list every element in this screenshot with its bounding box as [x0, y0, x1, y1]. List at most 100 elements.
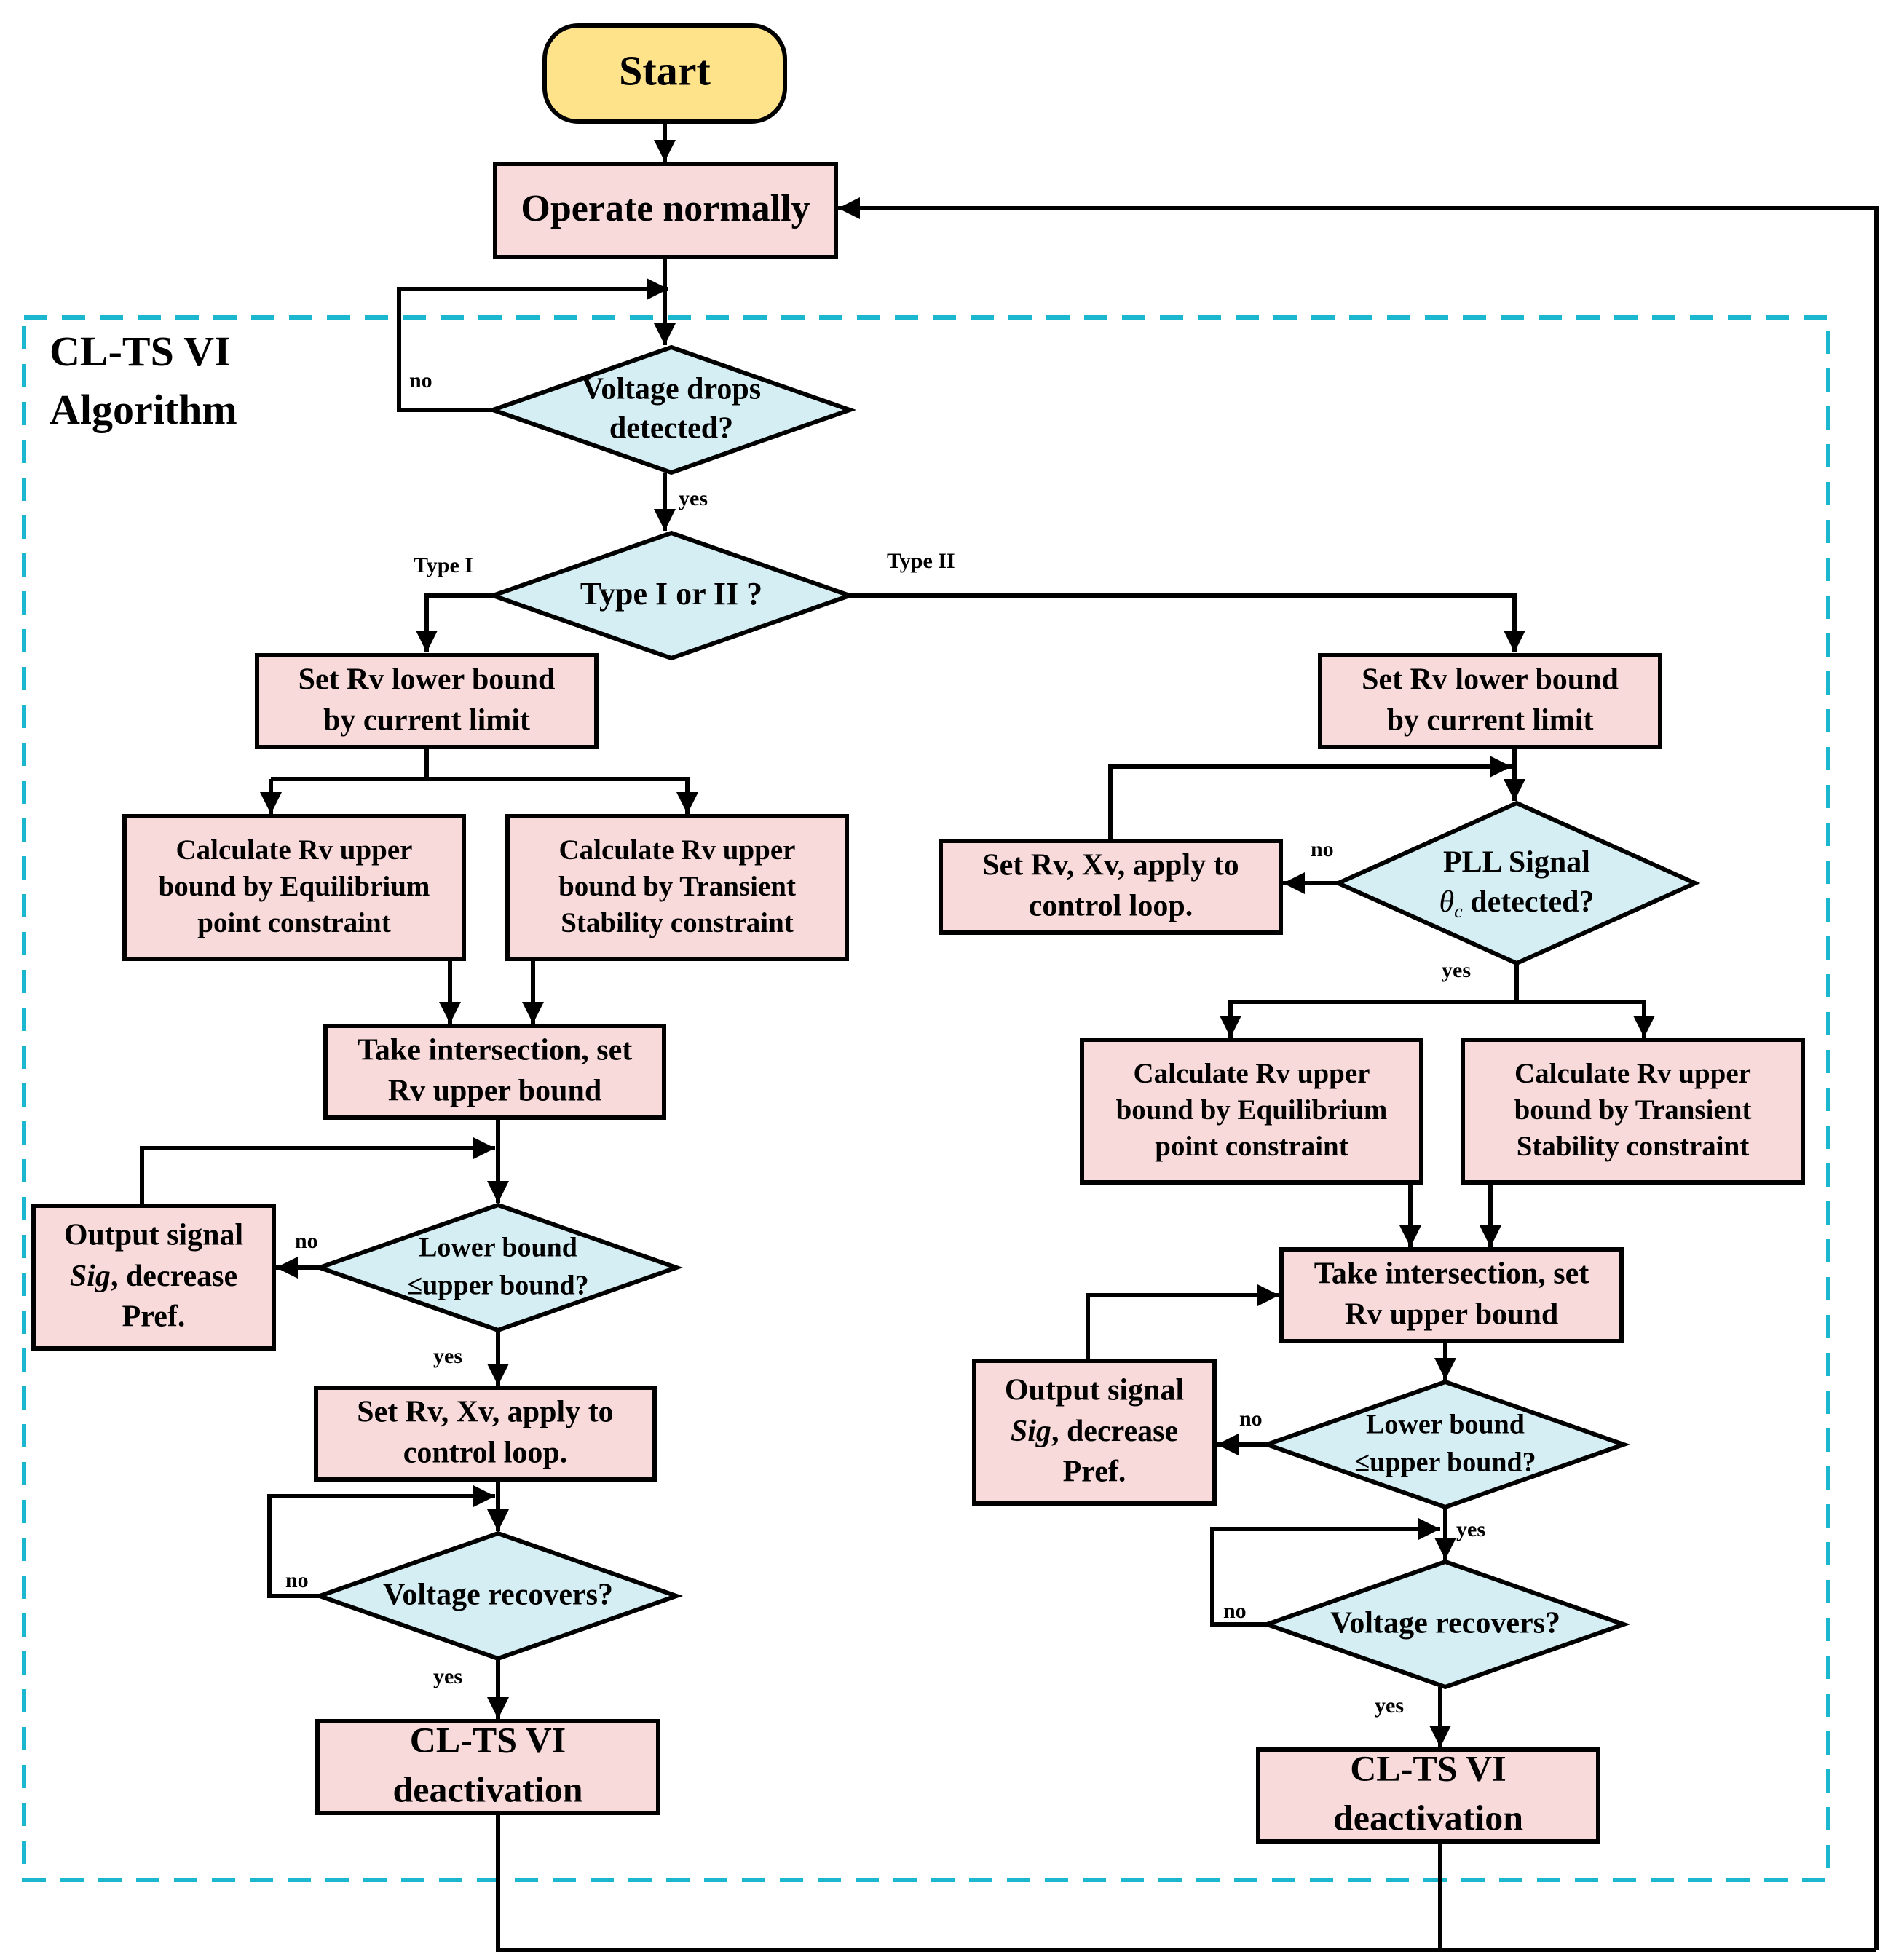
l-out-text-line2: Sig, decrease: [70, 1260, 237, 1293]
l-cmp-text-line2: ≤upper bound?: [407, 1271, 588, 1301]
right-compare-no-label: no: [1239, 1407, 1263, 1431]
start-text-line1: Start: [619, 47, 711, 94]
r-set-text-line2: control loop.: [1029, 890, 1193, 923]
left-split-to-ts-connector: [427, 777, 698, 814]
l-set-box: [314, 1386, 657, 1482]
l-ts-text-line2: bound by Transient: [558, 871, 796, 902]
r-out-text-line2: Sig, decrease: [1011, 1415, 1178, 1448]
left-recover-no-loop-connector: [267, 1485, 495, 1598]
r-cmp-text-line2: ≤upper bound?: [1354, 1447, 1536, 1478]
r-deact-box: [1256, 1747, 1600, 1844]
pll-no-label: no: [1311, 837, 1334, 861]
operate-node: Operate normally: [493, 162, 838, 259]
voltage-drop-yes-label: yes: [679, 486, 708, 510]
l-eq-text-line3: point constraint: [197, 907, 390, 938]
right-compare-yes-label: yes: [1456, 1517, 1485, 1541]
r-recover-node: Voltage recovers?: [1260, 1559, 1631, 1690]
l-eq-box: [122, 814, 466, 961]
type-text-line1: Type I or II ?: [580, 576, 762, 612]
l-out-text-line3: Pref.: [122, 1300, 186, 1334]
r-cmp-text-line1: Lower bound: [1366, 1410, 1525, 1440]
right-recover-yes-label: yes: [1375, 1694, 1404, 1718]
l-inter-text-line2: Rv upper bound: [388, 1075, 601, 1108]
r-inter-box: [1279, 1247, 1624, 1343]
r-eq-text-line2: bound by Equilibrium: [1116, 1094, 1388, 1126]
left-lower-split-connector: [271, 747, 429, 781]
type-ii-label: Type II: [887, 549, 955, 573]
l-ts-text-line3: Stability constraint: [561, 907, 794, 938]
l-inter-box: [323, 1024, 666, 1120]
left-compare-no-label: no: [295, 1229, 318, 1253]
type-diamond: [486, 530, 857, 661]
algorithm-region-border: [22, 315, 1830, 1882]
type-i-label: Type I: [414, 553, 473, 577]
r-set-box: [939, 839, 1283, 935]
r-ts-box: [1461, 1038, 1805, 1185]
l-ts-node: Calculate Rv upper bound by TransientStab…: [505, 814, 849, 961]
l-inter-node: Take intersection, set Rv upper bound: [323, 1024, 666, 1120]
l-deact-box: [315, 1719, 660, 1815]
r-cmp-node: Lower bound ≤upper bound?: [1260, 1379, 1631, 1510]
type-node: Type I or II ?: [486, 530, 857, 661]
r-eq-box: [1080, 1038, 1423, 1185]
r-set-text-line1: Set Rv, Xv, apply to: [982, 849, 1239, 882]
r-eq-text-line3: point constraint: [1155, 1131, 1348, 1162]
l-eq-text-line2: bound by Equilibrium: [159, 871, 430, 902]
right-recover-no-loop-connector: [1210, 1518, 1440, 1627]
l-deact-text-line2: deactivation: [392, 1769, 582, 1809]
r-pll-text-line1: PLL Signal: [1443, 846, 1590, 880]
l-cmp-text-line1: Lower bound: [419, 1233, 577, 1263]
r-lower-text-line2: by current limit: [1387, 704, 1594, 738]
l-recover-text-line1: Voltage recovers?: [383, 1578, 613, 1612]
pll-split-connector: [1220, 963, 1519, 1038]
l-ts-box: [505, 814, 849, 961]
pll-yes-label: yes: [1442, 958, 1471, 982]
voltage-drop-no-label: no: [409, 368, 432, 392]
l-out-box: [31, 1204, 276, 1351]
l-lower-text-line1: Set Rv lower bound: [299, 663, 556, 697]
r-eq-text-line1: Calculate Rv upper: [1134, 1058, 1370, 1089]
l-recover-diamond: [312, 1530, 684, 1661]
l-deact-text-line1: CL-TS VI: [410, 1719, 566, 1760]
region-title-line1: CL-TS VI: [50, 328, 231, 375]
right-recover-no-label: no: [1223, 1599, 1247, 1623]
left-recover-yes-label: yes: [433, 1664, 462, 1688]
l-set-text-line1: Set Rv, Xv, apply to: [357, 1396, 613, 1429]
l-inter-text-line1: Take intersection, set: [358, 1034, 633, 1067]
l-eq-node: Calculate Rv upper bound by Equilibrium po…: [122, 814, 466, 961]
l-cmp-node: Lower bound ≤upper bound?: [312, 1202, 684, 1333]
region-title-line2: Algorithm: [50, 386, 237, 433]
l-cmp-diamond: [312, 1202, 684, 1333]
r-deact-text-line2: deactivation: [1333, 1797, 1523, 1838]
return-to-operate-connector: [838, 197, 1879, 1950]
l-eq-text-line1: Calculate Rv upper: [176, 834, 413, 866]
left-compare-yes-label: yes: [433, 1344, 462, 1368]
r-eq-node: Calculate Rv upper bound by Equilibrium po…: [1080, 1038, 1423, 1185]
r-cmp-diamond: [1260, 1379, 1631, 1510]
l-ts-text-line1: Calculate Rv upper: [559, 834, 796, 866]
l-recover-node: Voltage recovers?: [312, 1530, 684, 1661]
l-lower-box: [255, 653, 599, 749]
voltage-drop-text-line1: Voltage drops: [582, 373, 761, 406]
operate-text-line1: Operate normally: [521, 188, 810, 229]
left-recover-no-label: no: [285, 1568, 309, 1592]
r-ts-text-line2: bound by Transient: [1514, 1094, 1752, 1126]
pll-split-to-ts-connector: [1517, 1000, 1655, 1038]
type-i-branch-connector: [416, 593, 493, 652]
right-out-loop-connector: [1086, 1284, 1279, 1361]
voltage-drop-no-loop-connector: [397, 278, 668, 412]
left-deact-return-connector: [496, 1813, 1876, 1952]
operate-box: [493, 162, 838, 259]
r-out-text-line3: Pref.: [1063, 1455, 1126, 1489]
r-pll-diamond: [1332, 800, 1701, 966]
r-ts-text-line1: Calculate Rv upper: [1514, 1058, 1751, 1089]
r-out-text-line1: Output signal: [1005, 1374, 1184, 1407]
